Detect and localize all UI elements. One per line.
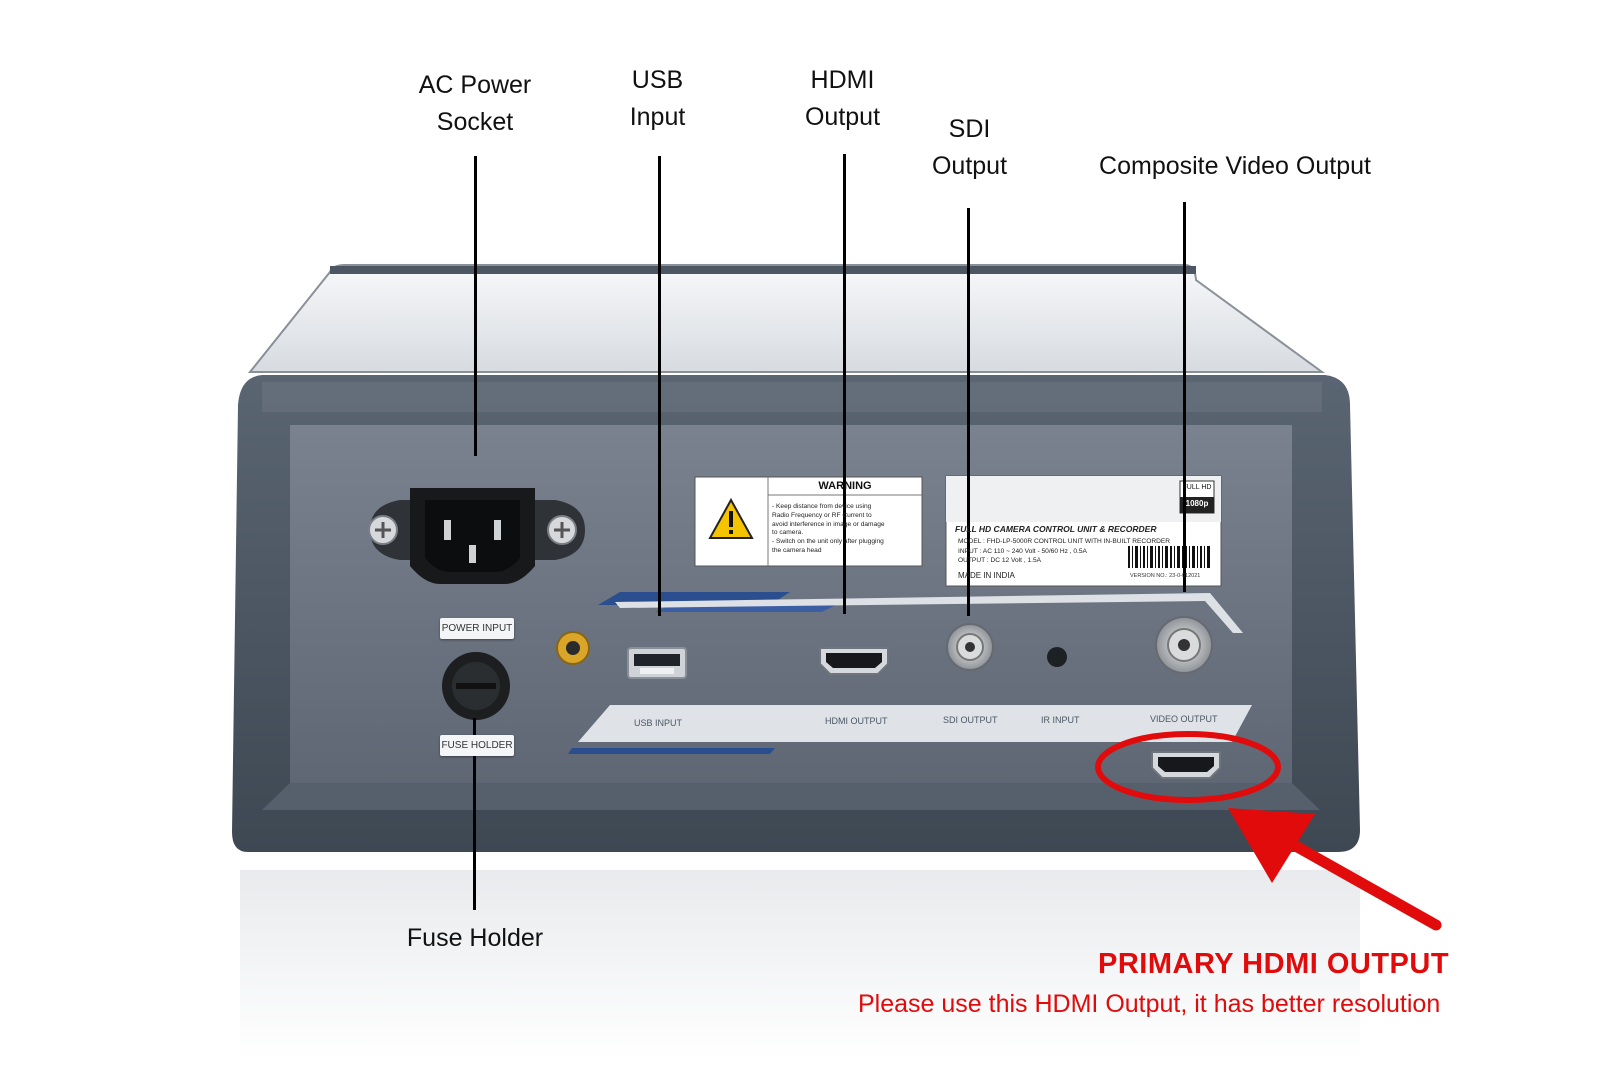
leader-line-ac-power (474, 156, 477, 456)
fuse-holder-graphic (442, 652, 510, 720)
callout-hdmi-line1: HDMI (810, 66, 875, 94)
device-top (247, 264, 1326, 373)
leader-line-usb (658, 156, 661, 616)
spec-badge-bottom: 1080p (1185, 499, 1209, 508)
primary-hdmi-port-graphic (1151, 751, 1221, 779)
spec-version: VERSION NO.: 23-0-012021 (1130, 573, 1201, 579)
callout-ac-power-line2: Socket (436, 108, 514, 136)
hdmi-port-graphic (819, 647, 889, 675)
composite-bnc-graphic (1155, 616, 1213, 674)
panel-label-hdmi-output: HDMI OUTPUT (825, 716, 888, 726)
warning-line: avoid interference in image or damage (772, 520, 885, 528)
callout-sdi: SDI Output (912, 111, 1027, 185)
callout-hdmi-line2: Output (804, 103, 881, 131)
callout-fuse: Fuse Holder (406, 924, 544, 952)
callout-ac-power-line1: AC Power (418, 71, 532, 99)
power-input-tag: POWER INPUT (440, 618, 514, 639)
primary-hdmi-title: PRIMARY HDMI OUTPUT (1098, 948, 1450, 980)
ac-power-socket-graphic (368, 488, 585, 584)
primary-hdmi-description: Please use this HDMI Output, it has bett… (858, 990, 1441, 1018)
sdi-bnc-graphic (946, 623, 994, 671)
panel-label-usb-input: USB INPUT (634, 718, 683, 728)
red-arrow-icon (1228, 808, 1442, 931)
spec-title: FULL HD CAMERA CONTROL UNIT & RECORDER (955, 524, 1157, 534)
callout-usb-line1: USB (631, 66, 684, 94)
spec-model: MODEL : FHD-LP-5000R CONTROL UNIT WITH I… (958, 538, 1171, 545)
callout-composite: Composite Video Output (1099, 152, 1371, 180)
callout-hdmi: HDMI Output (785, 62, 900, 136)
spec-details: MODEL : FHD-LP-5000R CONTROL UNIT WITH I… (958, 537, 1170, 566)
callout-sdi-line1: SDI (948, 115, 991, 143)
warning-line: - Switch on the unit only after plugging (772, 538, 884, 546)
warning-line: the camera head (772, 546, 822, 554)
warning-title: WARNING (818, 480, 872, 492)
callout-ac-power: AC Power Socket (400, 67, 550, 141)
warning-line: Radio Frequency or RF Current to (772, 511, 872, 519)
panel-label-video-output: VIDEO OUTPUT (1150, 714, 1218, 724)
warning-text: - Keep distance from device using Radio … (772, 503, 922, 556)
panel-label-sdi-output: SDI OUTPUT (943, 715, 998, 725)
leader-line-composite (1183, 202, 1186, 592)
fuse-holder-tag: FUSE HOLDER (440, 735, 514, 756)
spec-output: OUTPUT : DC 12 Volt , 1.5A (958, 557, 1042, 564)
panel-label-ir-input: IR INPUT (1041, 715, 1080, 725)
warning-line: to camera. (772, 529, 804, 537)
spec-badge-top: FULL HD (1182, 484, 1212, 491)
leader-line-sdi (967, 208, 970, 616)
callout-usb-line2: Input (629, 103, 686, 131)
callout-usb: USB Input (605, 62, 710, 136)
leader-line-hdmi (843, 154, 846, 614)
warning-line: - Keep distance from device using (772, 503, 872, 510)
spec-made-in: MADE IN INDIA (958, 571, 1015, 580)
usb-port-graphic (627, 647, 687, 679)
rca-jack-graphic (556, 631, 590, 665)
spec-input: INPUT : AC 110 ~ 240 Volt - 50/60 Hz , 0… (958, 547, 1087, 555)
device-reflection (240, 870, 1360, 1060)
ir-jack-graphic (1047, 647, 1067, 667)
highlight-ellipse (1095, 731, 1281, 803)
barcode-graphic (1128, 546, 1210, 568)
leader-line-fuse (473, 718, 476, 910)
callout-sdi-line2: Output (931, 152, 1008, 180)
